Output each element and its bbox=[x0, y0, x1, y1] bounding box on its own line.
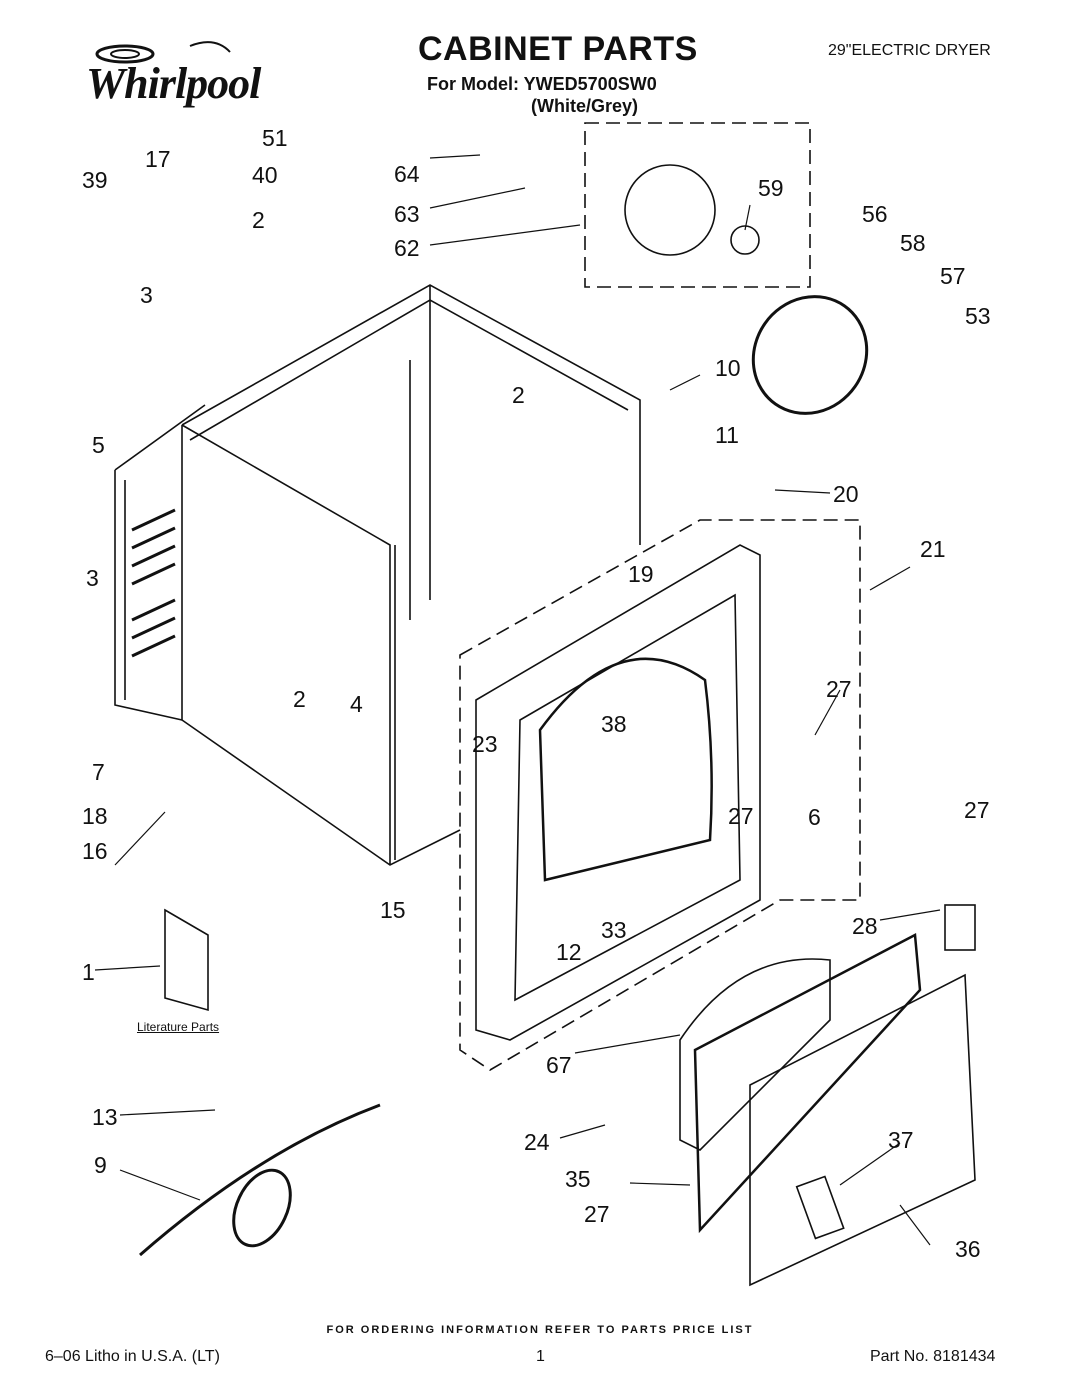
logo-wordmark: Whirlpool bbox=[86, 59, 261, 108]
callout-67: 67 bbox=[546, 1052, 572, 1078]
callout-3: 3 bbox=[140, 282, 153, 308]
callout-56: 56 bbox=[862, 201, 888, 227]
callout-57: 57 bbox=[940, 263, 966, 289]
callout-11: 11 bbox=[715, 422, 739, 448]
callout-62: 62 bbox=[394, 235, 420, 261]
power-cord bbox=[139, 1103, 381, 1257]
motor-body bbox=[624, 164, 716, 256]
door-outer-panel bbox=[749, 973, 976, 1287]
callout-37: 37 bbox=[888, 1127, 914, 1153]
page-number: 1 bbox=[536, 1348, 545, 1365]
callout-20: 20 bbox=[833, 481, 859, 507]
callout-27: 27 bbox=[826, 676, 852, 702]
callout-13: 13 bbox=[92, 1104, 118, 1130]
callout-58: 58 bbox=[900, 230, 926, 256]
callout-63: 63 bbox=[394, 201, 420, 227]
callout-27d: 27 bbox=[584, 1201, 610, 1227]
front-panel bbox=[475, 544, 761, 1041]
callout-2c: 2 bbox=[293, 686, 306, 712]
callout-21: 21 bbox=[920, 536, 946, 562]
door-handle bbox=[795, 1175, 845, 1240]
whirlpool-logo: Whirlpool bbox=[80, 40, 270, 110]
callout-2: 2 bbox=[252, 207, 265, 233]
callout-59: 59 bbox=[758, 175, 784, 201]
callout-27b: 27 bbox=[728, 803, 754, 829]
callout-7: 7 bbox=[92, 759, 105, 785]
door-opening bbox=[538, 657, 713, 882]
part-number: Part No. 8181434 bbox=[870, 1348, 996, 1365]
callout-35: 35 bbox=[565, 1166, 591, 1192]
cabinet-vents bbox=[131, 508, 176, 658]
callout-19: 19 bbox=[628, 561, 654, 587]
callout-28: 28 bbox=[852, 913, 878, 939]
callout-numbers: 51 17 39 40 64 2 63 62 59 56 58 57 53 3 … bbox=[82, 125, 991, 1262]
callout-16: 16 bbox=[82, 838, 108, 864]
callout-2b: 2 bbox=[512, 382, 525, 408]
callout-40: 40 bbox=[252, 162, 278, 188]
door-inner-panel bbox=[679, 958, 831, 1151]
callout-6: 6 bbox=[808, 804, 821, 830]
callout-17: 17 bbox=[145, 146, 171, 172]
callout-10: 10 bbox=[715, 355, 741, 381]
motor-pulley bbox=[730, 225, 760, 255]
callout-24: 24 bbox=[524, 1129, 550, 1155]
callout-53: 53 bbox=[965, 303, 991, 329]
callout-64: 64 bbox=[394, 161, 420, 187]
callout-33: 33 bbox=[601, 917, 627, 943]
literature-parts-label: Literature Parts bbox=[137, 1020, 220, 1034]
callout-1: 1 bbox=[82, 959, 95, 985]
callout-4: 4 bbox=[350, 691, 363, 717]
cabinet-inner-frame bbox=[189, 299, 629, 860]
model-number: For Model: YWED5700SW0 bbox=[427, 74, 657, 94]
callout-51: 51 bbox=[262, 125, 288, 151]
callout-12: 12 bbox=[556, 939, 582, 965]
literature-booklet bbox=[164, 908, 209, 1012]
cabinet-body bbox=[181, 284, 641, 866]
power-cord-loop bbox=[232, 1168, 292, 1248]
door-hinge bbox=[944, 904, 976, 951]
callout-18: 18 bbox=[82, 803, 108, 829]
callout-27c: 27 bbox=[964, 797, 990, 823]
callout-36: 36 bbox=[955, 1236, 981, 1262]
callout-9: 9 bbox=[94, 1152, 107, 1178]
leader-lines bbox=[94, 154, 941, 1246]
litho-info: 6–06 Litho in U.S.A. (LT) bbox=[45, 1348, 220, 1365]
callout-23: 23 bbox=[472, 731, 498, 757]
front-panel-inner bbox=[514, 593, 741, 1002]
product-type: 29"ELECTRIC DRYER bbox=[828, 42, 991, 59]
callout-39: 39 bbox=[82, 167, 108, 193]
page-title: CABINET PARTS bbox=[418, 30, 698, 68]
cabinet-side-panel bbox=[114, 404, 206, 721]
logo-swirl-icon bbox=[95, 41, 231, 64]
callout-38: 38 bbox=[601, 711, 627, 737]
front-panel-dash-outline bbox=[459, 519, 861, 1071]
motor-box bbox=[584, 122, 811, 288]
ordering-note: FOR ORDERING INFORMATION REFER TO PARTS … bbox=[326, 1324, 754, 1336]
door-frame bbox=[693, 933, 922, 1234]
callout-3b: 3 bbox=[86, 565, 99, 591]
drive-belt bbox=[751, 295, 869, 415]
model-color: (White/Grey) bbox=[531, 96, 639, 116]
callout-5: 5 bbox=[92, 432, 105, 458]
callout-15: 15 bbox=[380, 897, 406, 923]
